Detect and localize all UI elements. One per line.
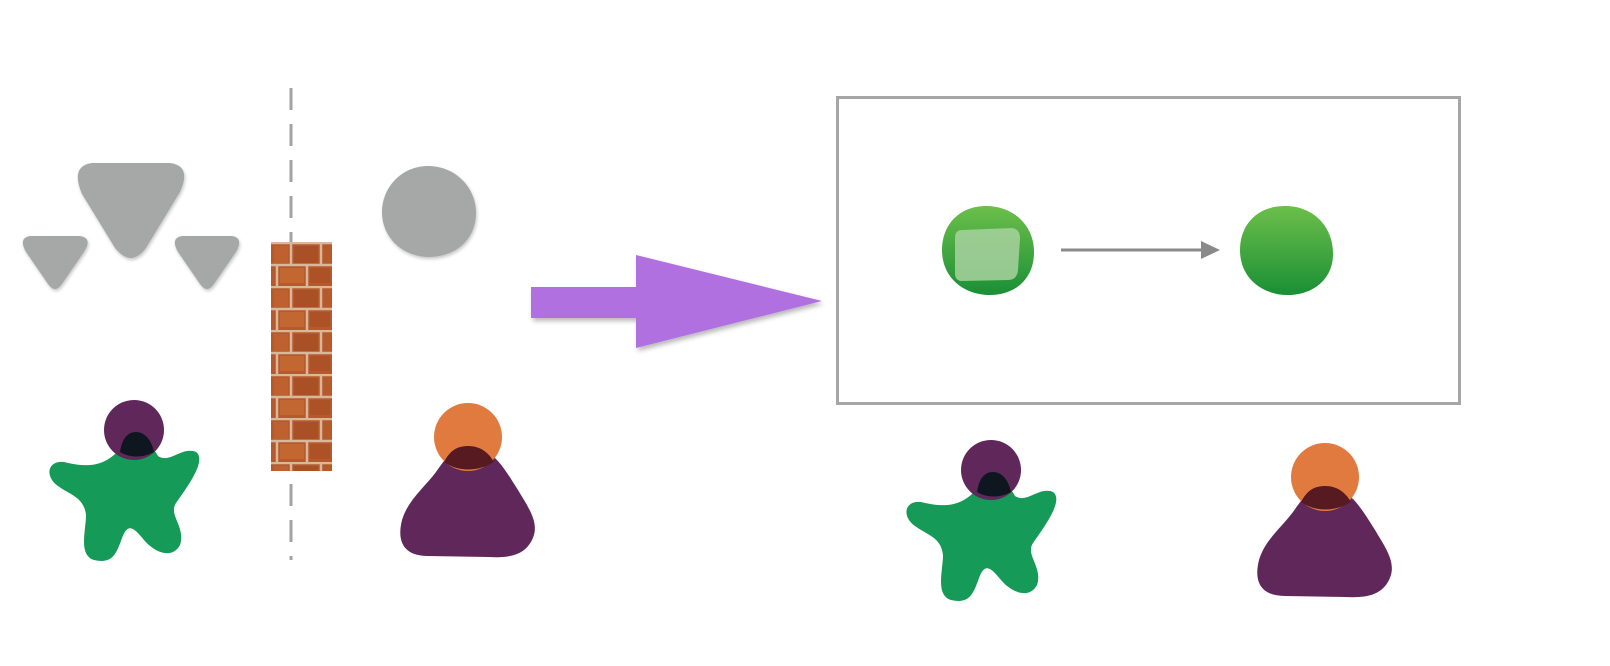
triangle-body-icon (400, 446, 535, 558)
gray-triangle-small-right-icon (174, 236, 240, 289)
green-circle-after-icon (1240, 206, 1333, 295)
gray-triangle-group (22, 163, 240, 289)
connector-arrowhead-icon (1201, 241, 1220, 259)
star-neck-overlap (977, 472, 1011, 497)
triangle-neck-overlap (444, 446, 494, 470)
star-neck-overlap (120, 432, 154, 457)
triangle-neck-overlap (1301, 486, 1351, 510)
star-person-figure-right (906, 440, 1057, 601)
triangle-person-figure-left (400, 403, 535, 558)
big-arrow-icon (531, 255, 822, 348)
gray-triangle-large-icon (77, 163, 185, 258)
brick-wall-icon (271, 242, 332, 471)
green-square-inner-icon (955, 228, 1020, 281)
star-body-icon (906, 482, 1057, 601)
connector-arrow (1061, 241, 1220, 259)
star-body-icon (49, 442, 200, 561)
gray-circle-icon (382, 166, 476, 257)
triangle-person-figure-right (1257, 443, 1392, 598)
triangle-body-icon (1257, 486, 1392, 598)
state-before-node (942, 206, 1034, 295)
state-frame (836, 96, 1461, 405)
gray-triangle-small-left-icon (22, 236, 88, 289)
star-person-figure-left (49, 400, 200, 561)
